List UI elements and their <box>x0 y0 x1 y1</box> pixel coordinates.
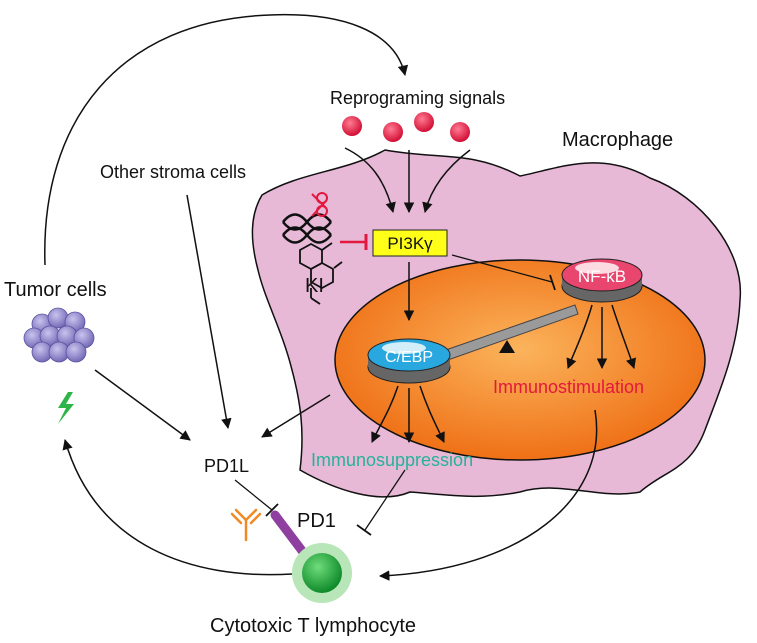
signal-dot <box>342 116 362 136</box>
scissors-icon <box>311 192 328 217</box>
lightning-icon <box>58 392 74 424</box>
macrophage-to-pd1l-arrow <box>261 394 331 438</box>
antibody-icon <box>230 508 262 542</box>
nucleus <box>334 259 706 461</box>
nfkb-label: NF-κB <box>578 267 626 286</box>
cebp-disc: C/EBP <box>367 338 451 384</box>
cebp-output-arrow <box>371 385 399 443</box>
ki-label: KI <box>305 275 324 297</box>
tumor-to-signals-arrow <box>44 13 409 266</box>
immunosuppression-inhibition <box>364 469 406 531</box>
kinase-inhibitor-molecule-icon <box>299 242 343 305</box>
pi3k-to-nfkb-bar <box>549 274 556 291</box>
tumor-to-pd1l-arrow <box>94 369 191 441</box>
nfkb-output-arrow <box>566 304 593 369</box>
tumor-cells-label: Tumor cells <box>4 279 107 301</box>
link-pointer-triangle <box>499 340 515 353</box>
immunostimulation-label: Immunostimulation <box>493 377 644 397</box>
signal-arrow <box>344 147 396 214</box>
pi3k-to-nfkb-inhibition <box>451 254 553 283</box>
nfkb-output-arrow <box>611 304 636 369</box>
ctl-to-tumor-arrow <box>62 438 293 576</box>
signal-dot <box>383 122 403 142</box>
macrophage-label: Macrophage <box>562 129 673 151</box>
signal-dot <box>450 122 470 142</box>
signal-dot <box>414 112 434 132</box>
stroma-to-pd1l-arrow <box>186 194 232 430</box>
nfkb-disc: NF-κB <box>561 258 643 303</box>
immunosuppression-inhibition-bar <box>356 524 372 536</box>
pi3k-label: PI3Kγ <box>387 234 433 253</box>
t-cell-icon <box>270 510 352 603</box>
pd1l-inhibition-bar <box>265 503 279 517</box>
signal-arrow <box>422 149 471 214</box>
cebp-label: C/EBP <box>385 349 433 366</box>
immunostimulation-to-ctl-arrow <box>378 409 598 581</box>
other-stroma-cells-label: Other stroma cells <box>100 162 246 182</box>
pi3k-box: PI3Kγ <box>372 229 448 257</box>
pd1l-inhibition <box>234 479 273 511</box>
cebp-output-arrow <box>419 385 445 443</box>
immunosuppression-label: Immunosuppression <box>311 450 473 470</box>
reprogramming-signals-label: Reprograming signals <box>330 88 505 108</box>
pd1l-label: PD1L <box>204 456 249 476</box>
tumor-cell-cluster-icon <box>23 307 95 363</box>
pd1-label: PD1 <box>297 510 336 532</box>
ctl-label: Cytotoxic T lymphocyte <box>210 615 416 637</box>
